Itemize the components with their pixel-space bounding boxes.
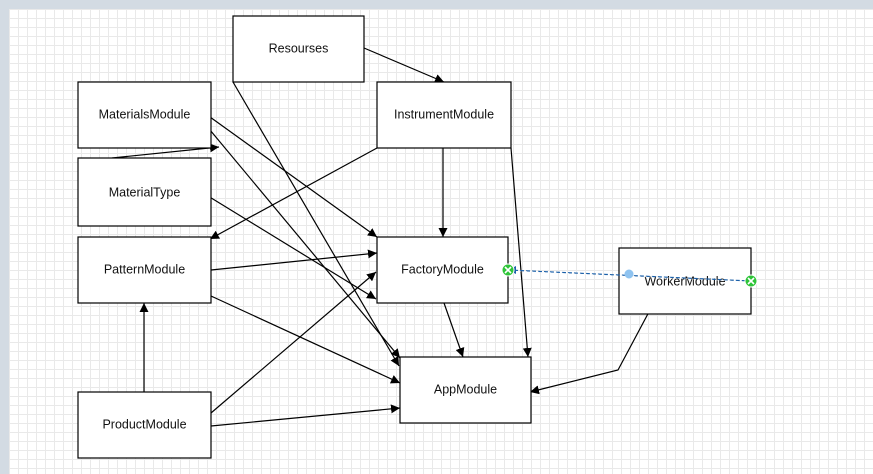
node-label-product: ProductModule	[102, 417, 186, 431]
edge-start-handle[interactable]	[501, 263, 515, 277]
edge-resourses-instrument[interactable]	[363, 47, 445, 83]
node-label-pattern: PatternModule	[104, 262, 185, 276]
edge-instrument-pattern[interactable]	[209, 147, 378, 240]
edge-pattern-app[interactable]	[210, 295, 401, 384]
edge-product-factory[interactable]	[210, 271, 377, 414]
edge-product-app[interactable]	[210, 404, 401, 427]
edge-materials-factory[interactable]	[209, 116, 378, 238]
edge-waypoint-handle[interactable]	[624, 269, 634, 279]
node-instrument-module[interactable]: InstrumentModule	[376, 81, 512, 149]
node-label-app: AppModule	[434, 382, 497, 396]
node-resourses[interactable]: Resourses	[232, 15, 365, 83]
edge-materialtype-materials[interactable]	[111, 143, 220, 159]
node-label-instrument: InstrumentModule	[394, 107, 494, 121]
node-label-resourses: Resourses	[269, 41, 329, 55]
edge-materials-app[interactable]	[209, 129, 401, 359]
node-pattern-module[interactable]: PatternModule	[77, 236, 212, 304]
edge-factory-app[interactable]	[443, 302, 465, 358]
node-material-type[interactable]: MaterialType	[77, 157, 212, 227]
edge-instrument-app[interactable]	[510, 147, 532, 358]
node-app-module[interactable]: AppModule	[399, 356, 532, 424]
node-worker-module[interactable]: WorkerModule	[618, 247, 752, 315]
node-label-material-type: MaterialType	[109, 185, 181, 199]
node-product-module[interactable]: ProductModule	[77, 391, 212, 459]
edge-end-handle[interactable]	[744, 274, 758, 288]
node-label-materials: MaterialsModule	[99, 107, 191, 121]
node-factory-module[interactable]: FactoryModule	[376, 236, 509, 304]
node-materials-module[interactable]: MaterialsModule	[77, 81, 212, 149]
node-label-factory: FactoryModule	[401, 262, 484, 276]
edge-pattern-factory[interactable]	[210, 249, 378, 271]
edge-resourses-app[interactable]	[232, 81, 400, 367]
node-label-worker: WorkerModule	[644, 274, 725, 288]
